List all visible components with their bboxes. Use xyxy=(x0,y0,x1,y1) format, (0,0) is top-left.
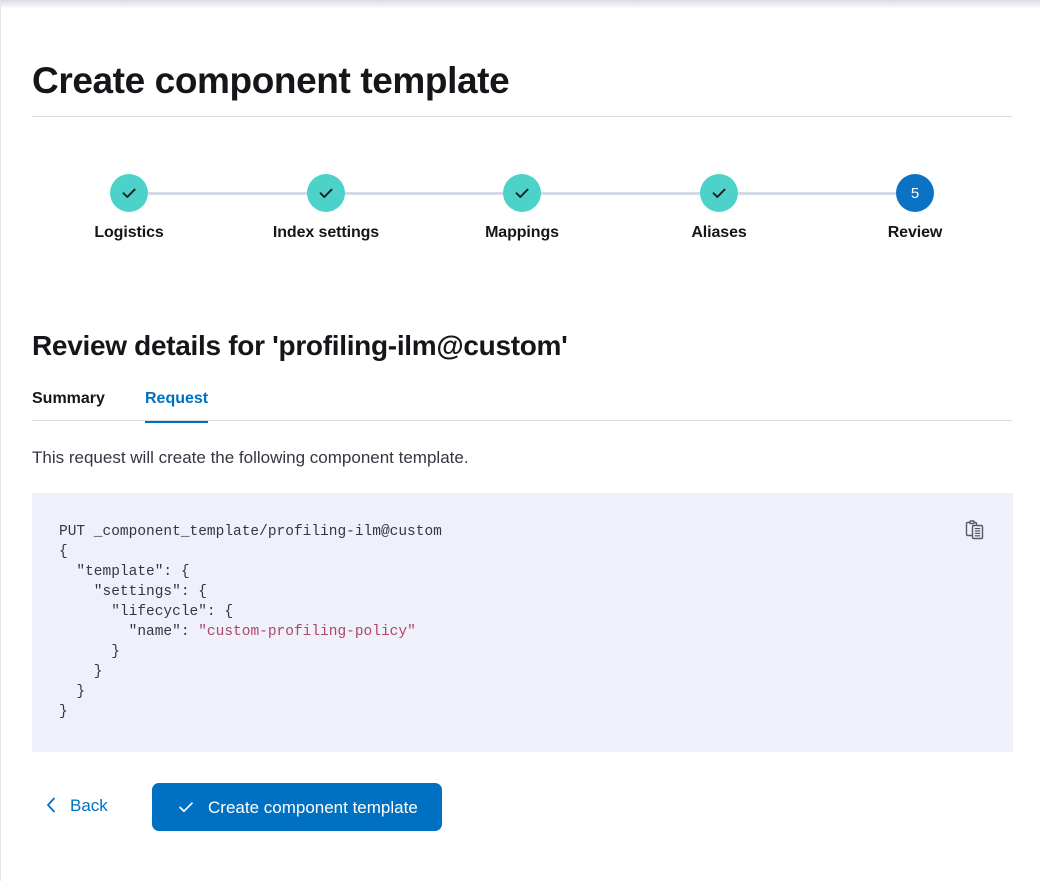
wizard-stepper: Logistics Index settings Mappings xyxy=(32,160,1012,256)
code-body-line: "name": xyxy=(59,624,199,640)
step-number: 5 xyxy=(910,184,920,202)
tab-summary[interactable]: Summary xyxy=(32,390,105,407)
step-aliases[interactable]: Aliases xyxy=(621,160,817,242)
create-component-template-button[interactable]: Create component template xyxy=(152,783,442,831)
code-request-line: PUT _component_template/profiling-ilm@cu… xyxy=(59,524,442,540)
stepper-connector xyxy=(344,192,541,195)
step-indicator-done xyxy=(700,174,738,212)
code-policy-value: "custom-profiling-policy" xyxy=(198,624,416,640)
create-button-label: Create component template xyxy=(208,797,418,817)
step-label: Logistics xyxy=(94,224,164,241)
check-icon xyxy=(712,188,726,198)
back-button[interactable]: Back xyxy=(44,795,108,815)
code-body-line: { xyxy=(59,544,68,560)
page-left-border xyxy=(0,0,1,881)
step-label: Review xyxy=(887,224,943,241)
code-body-line: } xyxy=(59,704,68,720)
step-mappings[interactable]: Mappings xyxy=(424,160,620,242)
code-body-line: "settings": { xyxy=(59,584,207,600)
check-icon xyxy=(515,188,529,198)
tab-request[interactable]: Request xyxy=(145,382,209,423)
request-code-text: PUT _component_template/profiling-ilm@cu… xyxy=(59,522,442,722)
step-indicator-done xyxy=(110,174,148,212)
code-body-line: } xyxy=(59,664,103,680)
step-label: Aliases xyxy=(691,224,747,241)
stepper-connector xyxy=(541,192,737,195)
tabs-underline xyxy=(32,420,1012,421)
review-tabs: Summary Request xyxy=(32,382,1012,423)
clipboard-copy-icon xyxy=(965,520,984,540)
request-description: This request will create the following c… xyxy=(32,448,469,467)
step-index-settings[interactable]: Index settings xyxy=(228,160,424,242)
step-logistics[interactable]: Logistics xyxy=(31,160,227,242)
stepper-connector xyxy=(148,192,344,195)
step-review[interactable]: 5 Review xyxy=(817,160,1013,242)
step-indicator-current: 5 xyxy=(896,174,934,212)
stepper-connector xyxy=(737,192,934,195)
step-label: Index settings xyxy=(272,224,380,241)
title-divider xyxy=(32,116,1012,117)
request-code-block: PUT _component_template/profiling-ilm@cu… xyxy=(32,493,1013,752)
review-heading: Review details for 'profiling-ilm@custom… xyxy=(32,330,568,362)
step-label: Mappings xyxy=(485,224,559,241)
browser-chrome-strip xyxy=(0,0,1040,9)
step-indicator-done xyxy=(307,174,345,212)
check-icon xyxy=(179,802,193,813)
page-title: Create component template xyxy=(32,59,510,101)
step-indicator-done xyxy=(503,174,541,212)
code-body-line: } xyxy=(59,644,120,660)
code-body-line: "lifecycle": { xyxy=(59,604,234,620)
code-body-line: } xyxy=(59,684,86,700)
check-icon xyxy=(319,188,333,198)
copy-request-button[interactable] xyxy=(961,516,989,544)
code-body-line: "template": { xyxy=(59,564,190,580)
chevron-left-icon xyxy=(47,797,55,813)
back-button-label: Back xyxy=(70,795,108,815)
check-icon xyxy=(122,188,136,198)
